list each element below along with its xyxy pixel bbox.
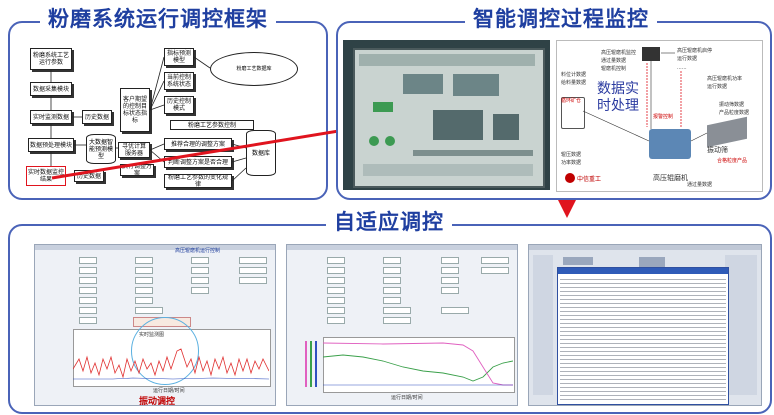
brand-logo-icon xyxy=(565,173,575,183)
node-change-rule: 粉磨工艺参数的变化规律 xyxy=(164,174,232,188)
node-optimize: 寻优计算服务器 xyxy=(118,142,150,158)
node-cloud: 粉磨工艺数据库 xyxy=(210,52,298,86)
node-data-process: 数据预处理模块 xyxy=(28,138,74,152)
screen1-axis-label: 运行日期/时间 xyxy=(153,388,185,394)
legend-item: 通过量数据 xyxy=(601,58,627,64)
flow-connectors xyxy=(582,52,708,142)
machine-label: 高压辊磨机 xyxy=(653,174,688,182)
legend-item: 辊磨机控制 xyxy=(601,66,627,72)
framework-diagram: 粉磨系统工艺运行参数 数据采集模块 实时监测数据 历史数据 数据预处理模块 大数… xyxy=(14,38,320,194)
legend-item: 运行数据 xyxy=(677,56,698,62)
framework-title: 粉磨系统运行调控框架 xyxy=(40,6,276,32)
right-label: 振动筛数据 xyxy=(719,102,745,108)
feed-label: 循环矿仓 xyxy=(561,98,582,104)
screen2-trend-lines xyxy=(323,342,513,386)
screen1-title: 高压辊磨机运行控制 xyxy=(175,248,221,254)
screen2-chart xyxy=(323,337,515,393)
adaptive-screen-3 xyxy=(528,244,762,406)
monitor-title: 智能调控过程监控 xyxy=(465,6,657,32)
adaptive-title: 自适应调控 xyxy=(326,209,452,235)
data-log-window xyxy=(557,267,729,405)
node-realtime-data: 实时监测数据 xyxy=(30,110,72,124)
node-data-collect: 数据采集模块 xyxy=(30,82,72,96)
adaptive-screen-2: 运行日期/时间 xyxy=(286,244,518,406)
left-label: 料位计数据 xyxy=(561,72,587,78)
node-customer-expect: 客户期望的控制目标状态指标 xyxy=(120,88,150,132)
screen2-axis-label: 运行日期/时间 xyxy=(391,395,423,401)
mill-machine-icon xyxy=(649,129,691,159)
screen3-right-panel xyxy=(725,255,757,395)
node-process-param-box: 粉磨工艺参数控制 xyxy=(170,120,254,130)
control-room-photo xyxy=(343,40,550,190)
node-current-state: 当前控制系统状态 xyxy=(164,72,194,90)
legend-item: 高压辊磨机启停 xyxy=(677,48,713,54)
legend-item: 高压辊磨机监控 xyxy=(601,50,637,56)
data-process-text: 数据实时处理 xyxy=(597,81,639,114)
computer-icon xyxy=(642,47,660,61)
screen3-left-panel xyxy=(533,255,553,395)
right-label: 产品粒度数据 xyxy=(719,110,750,116)
screen1-trend-lines xyxy=(73,348,269,380)
adaptive-caption: 振动调控 xyxy=(139,397,176,406)
node-pred-model: 指标预测模型 xyxy=(164,48,194,66)
highlight-circle xyxy=(131,317,199,385)
screen-label: 振动筛 xyxy=(707,146,728,154)
feed-bin-icon xyxy=(561,97,585,129)
brand-name: 中信重工 xyxy=(577,176,602,183)
bottom-label: 通过量数据 xyxy=(687,182,713,188)
screen2-color-bars xyxy=(305,341,319,387)
node-history-mode: 历史控制模式 xyxy=(164,96,194,114)
right-label: 高压辊磨机功率 xyxy=(707,76,743,82)
node-big-data: 大数据智能预测模型 xyxy=(86,134,116,164)
monitor-flow-diagram: 高压辊磨机监控 通过量数据 辊磨机控制 高压辊磨机启停 运行数据 ...... … xyxy=(556,40,763,192)
node-judge: 判断调整方案是否合理 xyxy=(164,156,232,168)
node-process-params: 粉磨系统工艺运行参数 xyxy=(30,48,72,70)
left-label: 给料量数据 xyxy=(561,80,587,86)
screen1-form xyxy=(39,255,271,327)
warn-label: 报警控制 xyxy=(653,114,674,120)
node-history-data: 历史数据 xyxy=(82,110,112,124)
left-label: 辊压数据 xyxy=(561,152,582,158)
right-label: 运行数据 xyxy=(707,84,728,90)
legend-item: ...... xyxy=(677,65,687,71)
node-recommend: 推荐合理的调整方案 xyxy=(164,138,232,150)
adaptive-screen-1: 高压辊磨机运行控制 实时监测图 运行日期/时间 振动调控 xyxy=(34,244,276,406)
product-label: 合格粒度产品 xyxy=(717,158,748,164)
left-label: 功率数据 xyxy=(561,160,582,166)
screen2-form xyxy=(291,255,513,335)
node-big-db: 数据库 xyxy=(246,130,276,176)
